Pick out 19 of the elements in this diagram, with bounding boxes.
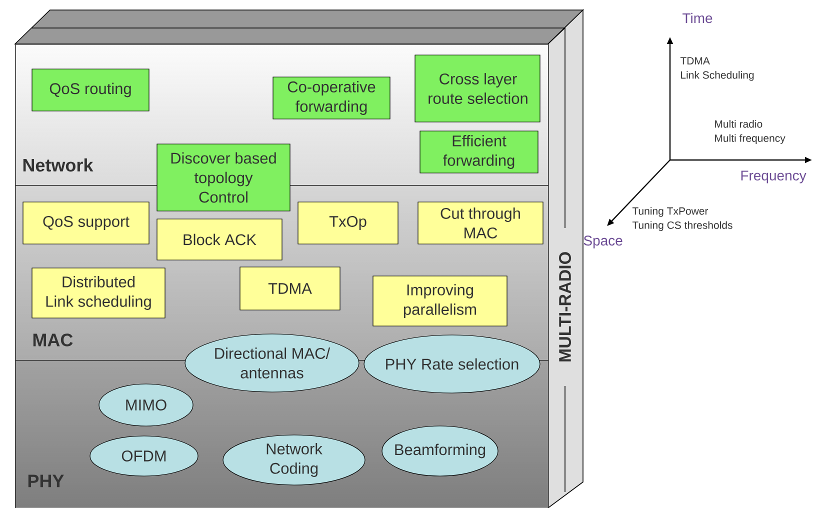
- axis-label: Frequency: [741, 170, 806, 184]
- process-box: Cross layer route selection: [414, 54, 540, 122]
- process-box: Improving parallelism: [372, 276, 508, 326]
- process-box: Cut through MAC: [418, 202, 544, 244]
- process-box: Block ACK: [156, 218, 282, 260]
- side-label: MULTI-RADIO: [558, 252, 572, 362]
- axis-note: Multi radio Multi frequency: [715, 120, 786, 144]
- process-box: Efficient forwarding: [420, 130, 538, 174]
- axis-note: Tuning TxPower Tuning CS thresholds: [632, 207, 732, 231]
- process-box: Distributed Link scheduling: [32, 268, 166, 318]
- axis-label: Time: [682, 12, 712, 24]
- process-box: TxOp: [298, 202, 398, 244]
- process-box: QoS support: [22, 202, 150, 244]
- process-box: QoS routing: [32, 68, 150, 112]
- process-box: Co-operative forwarding: [272, 76, 390, 120]
- axis-label: Space: [584, 236, 622, 248]
- process-box: Discover based topology Control: [156, 144, 290, 212]
- axis-note: TDMA Link Scheduling: [680, 57, 754, 81]
- process-box: TDMA: [240, 266, 340, 310]
